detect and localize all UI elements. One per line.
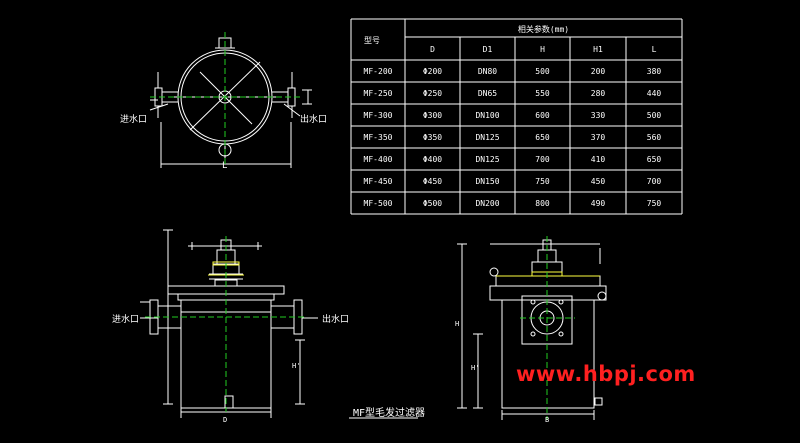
spec-table: 型号 相关参数(mm) D D1 H H1 L MF-200 Φ200 DN80 500 200 380… (350, 18, 683, 215)
dim-L-top: L (222, 161, 227, 171)
table-cell: DN200 (475, 199, 499, 208)
table-cell: 500 (647, 111, 662, 120)
dim-H1-side: H' (471, 364, 479, 372)
table-cell: Φ300 (423, 111, 442, 120)
table-cell: Φ450 (423, 177, 442, 186)
table-cell: 330 (591, 111, 606, 120)
table-column-header: D1 (483, 45, 493, 54)
side-view-labels: H H' B (455, 320, 549, 424)
table-cell: 440 (647, 89, 662, 98)
table-cell: MF-400 (364, 155, 393, 164)
table-cell: MF-450 (364, 177, 393, 186)
dim-H-side: H (455, 320, 459, 328)
table-cell: 750 (647, 199, 662, 208)
table-cell: 200 (591, 67, 606, 76)
table-cell: 380 (647, 67, 662, 76)
table-cell: 410 (591, 155, 606, 164)
table-cell: Φ350 (423, 133, 442, 142)
table-column-header: D (430, 45, 435, 54)
table-cell: 500 (535, 67, 550, 76)
table-cell: Φ200 (423, 67, 442, 76)
table-cell: 800 (535, 199, 550, 208)
table-group-header: 相关参数(mm) (518, 24, 569, 34)
side-view-centerline (520, 236, 575, 420)
table-cell: 370 (591, 133, 606, 142)
table-cell: MF-350 (364, 133, 393, 142)
inlet-label-top: 进水口 (120, 113, 147, 125)
table-cell: 450 (591, 177, 606, 186)
table-cell: DN65 (478, 89, 497, 98)
table-column-header: H1 (593, 45, 603, 54)
table-column-header: H (540, 45, 545, 54)
front-view-labels: 进水口 出水口 H' D (112, 313, 349, 424)
table-cell: DN150 (475, 177, 499, 186)
side-view (457, 239, 607, 420)
outlet-label-front: 出水口 (322, 313, 349, 325)
top-view-labels: 进水口 出水口 L (120, 113, 327, 171)
table-cell: DN125 (475, 155, 499, 164)
table-cell: MF-250 (364, 89, 393, 98)
dim-H1-front: H' (292, 362, 300, 370)
table-cell: 280 (591, 89, 606, 98)
front-view (140, 229, 318, 418)
front-view-centerline (145, 236, 305, 412)
table-cell: 750 (535, 177, 550, 186)
table-cell: DN100 (475, 111, 499, 120)
table-cell: Φ250 (423, 89, 442, 98)
outlet-label-top: 出水口 (300, 113, 327, 125)
top-view-centerlines (150, 32, 300, 166)
drawing-caption: MF型毛发过滤器 (353, 408, 426, 419)
table-cell: Φ400 (423, 155, 442, 164)
table-cell: Φ500 (423, 199, 442, 208)
table-cell: DN80 (478, 67, 497, 76)
table-model-header: 型号 (364, 36, 380, 45)
table-cell: MF-200 (364, 67, 393, 76)
table-cell: 700 (535, 155, 550, 164)
table-cell: 600 (535, 111, 550, 120)
inlet-label-front: 进水口 (112, 313, 139, 325)
table-cell: 550 (535, 89, 550, 98)
table-cell: 700 (647, 177, 662, 186)
watermark: www.hbpj.com (516, 362, 696, 386)
table-cell: MF-500 (364, 199, 393, 208)
top-view (149, 37, 312, 168)
table-column-header: L (652, 45, 657, 54)
table-cell: 490 (591, 199, 606, 208)
table-cell: DN125 (475, 133, 499, 142)
dim-B-side: B (545, 416, 549, 424)
table-cell: 650 (535, 133, 550, 142)
table-cell: 650 (647, 155, 662, 164)
side-view-accents (496, 271, 600, 277)
table-cell: 560 (647, 133, 662, 142)
table-cell: MF-300 (364, 111, 393, 120)
dim-D-front: D (223, 416, 227, 424)
